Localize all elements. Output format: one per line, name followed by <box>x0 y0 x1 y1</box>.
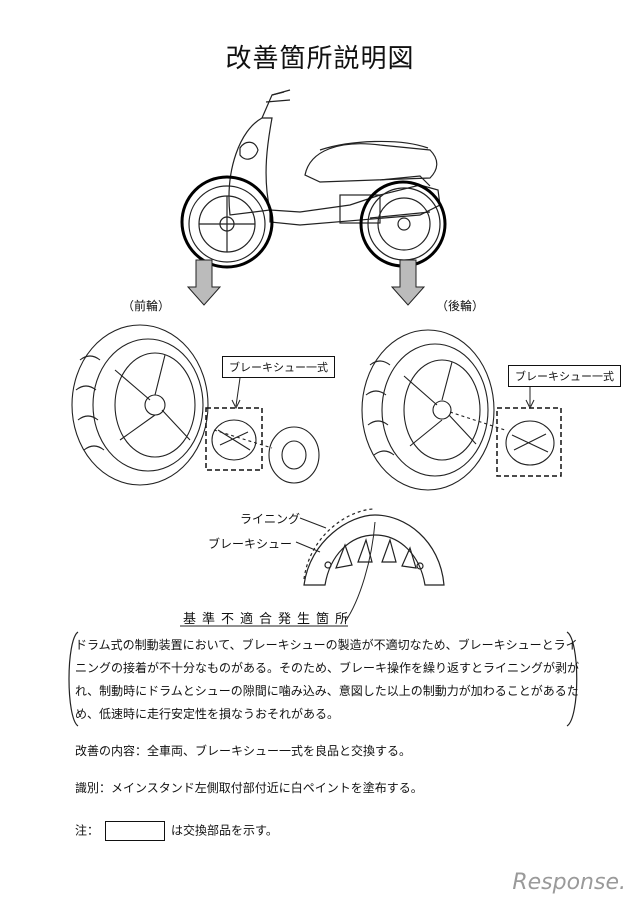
desc-bracket-right <box>566 631 578 727</box>
defect-leader <box>344 521 376 623</box>
note-prefix: 注： <box>75 823 100 838</box>
rear-brake-shoe-set-label: ブレーキシュー一式 <box>508 365 621 387</box>
front-arrow <box>186 259 222 306</box>
front-box-leader <box>235 377 241 407</box>
rear-wheel-highlight <box>359 180 447 268</box>
front-brake-shoe-part <box>211 419 320 484</box>
shoe-leader <box>295 541 321 553</box>
rear-brake-shoe-part <box>449 411 555 466</box>
response-logo: Response. <box>512 870 626 895</box>
rear-replacement-box <box>496 407 562 477</box>
lining-leader <box>299 517 327 529</box>
defect-description: ドラム式の制動装置において、ブレーキシューの製造が不適切なため、ブレーキシューと… <box>75 638 580 721</box>
lining-label: ライニング <box>240 512 301 526</box>
improvement-text: 改善の内容：全車両、ブレーキシュー一式を良品と交換する。 <box>75 744 412 758</box>
rear-wheel-label: （後輪） <box>436 299 485 313</box>
note-suffix: は交換部品を示す。 <box>171 823 278 838</box>
defect-location-label: 基準不適合発生箇所 <box>183 612 355 627</box>
brake-shoe-label: ブレーキシュー <box>208 537 293 551</box>
front-replacement-box <box>205 407 263 471</box>
brake-shoe-detail <box>303 508 445 586</box>
page-title: 改善箇所説明図 <box>225 44 415 74</box>
rear-arrow <box>390 259 426 306</box>
front-wheel-highlight <box>180 175 274 269</box>
identification-text: 識別：メインスタンド左側取付部付近に白ペイントを塗布する。 <box>75 781 423 795</box>
front-wheel-detail <box>71 324 209 486</box>
note-legend-box <box>105 821 166 841</box>
rear-wheel-detail <box>361 329 495 491</box>
front-brake-shoe-set-label: ブレーキシュー一式 <box>222 356 335 378</box>
desc-bracket-left <box>68 631 79 727</box>
front-wheel-label: （前輪） <box>122 299 171 313</box>
note-text: 注： は交換部品を示す。 <box>75 821 278 841</box>
